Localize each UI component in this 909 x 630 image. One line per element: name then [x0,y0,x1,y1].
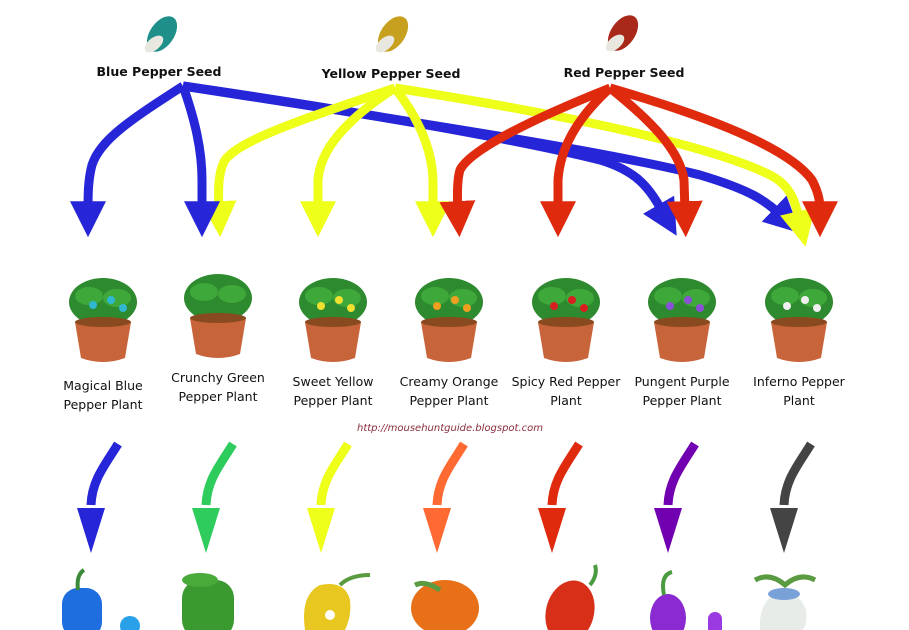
red-pepper-icon [545,564,598,630]
red-down-arrow-icon [547,441,583,506]
creamy-orange-plant-icon [415,278,483,362]
inferno-pepper-icon [753,574,817,630]
purple-pepper-icon [650,570,722,630]
yellow-seed-label: Yellow Pepper Seed [321,66,461,81]
blue-seed-icon [144,16,178,53]
orange-pepper-icon [411,580,479,630]
green-pepper-icon [182,573,234,630]
spicy-red-plant-icon [532,278,600,362]
magical-blue-plant-icon [69,278,137,362]
crunchy-green-plant-icon [184,274,252,358]
orange-down-arrow-icon [432,441,468,506]
yellow-arrow-to-orange [391,85,451,238]
red-seed-label: Red Pepper Seed [563,65,685,80]
red-seed-icon [605,15,639,52]
yellow-seed-icon [375,16,409,53]
pungent-purple-plant-icon [648,278,716,362]
yellow-arrow-to-inferno [394,83,816,247]
yellow-down-arrow-icon [316,441,352,506]
blue-arrow-to-blue [70,82,186,238]
blue-seed-label: Blue Pepper Seed [96,64,222,79]
red-arrow-to-red [540,84,614,238]
green-down-arrow-icon [201,441,237,506]
yellow-pepper-icon [304,573,371,630]
plant-icons-group [69,274,833,362]
gray-down-arrow-icon [779,441,815,506]
red-arrow-to-purple [607,84,703,238]
red-arrow-to-orange [439,83,612,238]
inferno-plant-icon [765,278,833,362]
blue-pepper-icon [62,568,140,630]
purple-down-arrow-icon [663,441,699,506]
yellow-arrow-to-green [200,83,397,238]
yellow-arrow-to-yellow [300,84,398,238]
blue-down-arrow-icon [86,441,122,506]
blue-arrow-to-green [178,84,220,238]
red-arrow-to-inferno [608,83,838,238]
sweet-yellow-plant-icon [299,278,367,362]
watermark-url: http://mousehuntguide.blogspot.com [357,423,543,434]
